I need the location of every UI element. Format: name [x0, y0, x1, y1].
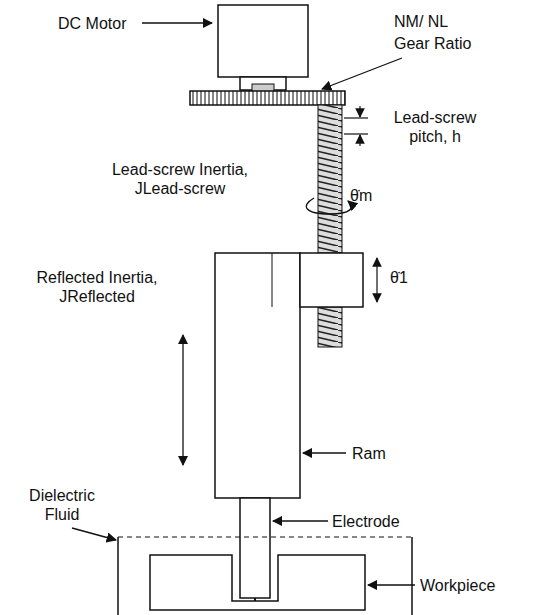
tank-wall — [117, 537, 119, 615]
lead-screw — [318, 105, 342, 253]
tank-wall — [411, 537, 413, 615]
velocity-symbol: θ̇m — [350, 186, 372, 205]
fluid-level — [118, 537, 412, 538]
rotation-arrow — [306, 198, 351, 214]
part-label: Workpiece — [420, 576, 495, 595]
workpiece — [150, 555, 365, 610]
part-label: Ram — [352, 444, 386, 463]
pitch-dimension — [344, 106, 368, 146]
part-label: DC Motor — [58, 14, 126, 33]
electrode — [240, 498, 270, 598]
motion-arrow — [182, 335, 183, 465]
inertia-label: Reflected Inertia, JReflected — [22, 268, 172, 306]
part-label: Dielectric Fluid — [12, 486, 112, 524]
velocity-symbol: θ̇1 — [390, 268, 408, 287]
ram-detail — [272, 253, 273, 307]
gear-ratio-label: NM/ NL — [394, 12, 448, 31]
lead-screw — [318, 307, 342, 347]
part-label: Electrode — [332, 512, 400, 531]
part-label: Gear Ratio — [394, 34, 471, 53]
gear — [190, 91, 345, 105]
velocity-arrow — [376, 258, 377, 302]
dimension-label: Lead-screw pitch, h — [385, 108, 485, 146]
inertia-label: Lead-screw Inertia, JLead-screw — [100, 160, 260, 198]
ram — [215, 253, 300, 498]
dc-motor — [218, 5, 308, 92]
spark — [254, 598, 256, 601]
nut — [300, 253, 363, 307]
